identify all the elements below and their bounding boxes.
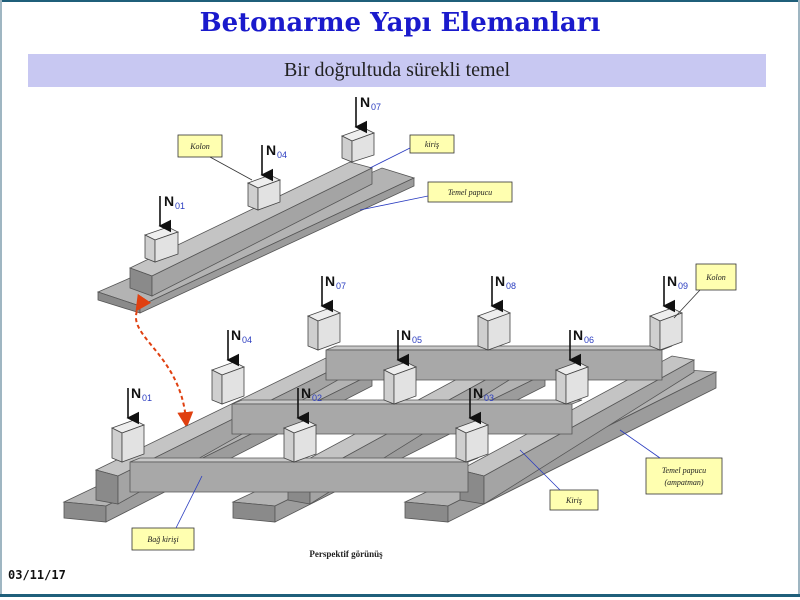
diagram-caption: Perspektif görünüş	[309, 549, 383, 559]
subtitle-bar: Bir doğrultuda sürekli temel	[28, 54, 766, 87]
bottom-load-1-sub: 01	[142, 393, 152, 403]
bottom-load-1-n: N	[131, 385, 141, 401]
bottom-column-1	[110, 419, 146, 463]
bottom-load-3-sub: 03	[484, 393, 494, 403]
top-strip-foundation	[96, 161, 416, 314]
callout-bag-kirisi-text: Bağ kirişi	[147, 535, 178, 544]
top-load-2-sub: 04	[277, 150, 287, 160]
top-load-2: N 04	[260, 142, 287, 182]
bottom-load-2: N 02	[296, 385, 322, 425]
top-load-1-n: N	[164, 193, 174, 209]
callout-temel-papucu-top-text: Temel papucu	[448, 188, 492, 197]
bottom-load-8-n: N	[495, 273, 505, 289]
top-load-2-n: N	[266, 142, 276, 158]
bottom-column-4	[210, 361, 246, 405]
callout-kolon-bottom: Kolon	[673, 263, 737, 319]
bottom-load-8: N 08	[490, 273, 516, 313]
top-column-3	[340, 127, 376, 163]
bottom-load-1: N 01	[126, 385, 152, 425]
callout-kolon-top-text: Kolon	[189, 142, 210, 151]
callout-kiris-top-text: kiriş	[425, 140, 439, 149]
bottom-load-4-sub: 04	[242, 335, 252, 345]
callout-kiris-bottom: Kiriş	[519, 449, 599, 511]
bottom-load-9: N 09	[662, 273, 688, 313]
bottom-load-6: N 06	[568, 327, 594, 367]
callout-bag-kirisi: Bağ kirişi	[131, 475, 203, 551]
bottom-load-4: N 04	[226, 327, 252, 367]
section-link-arrow	[134, 293, 194, 428]
bottom-column-7	[306, 307, 342, 351]
callout-kolon-bottom-text: Kolon	[705, 273, 726, 282]
bottom-load-5-n: N	[401, 327, 411, 343]
slide-subtitle: Bir doğrultuda sürekli temel	[283, 59, 511, 81]
bottom-column-2	[282, 419, 318, 463]
callout-kiris-top: kiriş	[369, 134, 455, 169]
callout-kiris-bottom-text: Kiriş	[565, 496, 582, 505]
callout-temel-papucu-bottom-line2: (ampatman)	[664, 478, 703, 487]
slide-date: 03/11/17	[8, 568, 66, 582]
bottom-load-7: N 07	[320, 273, 346, 313]
top-load-1-sub: 01	[175, 201, 185, 211]
slide-title: Betonarme Yapı Elemanları	[199, 8, 601, 38]
right-border	[798, 0, 800, 597]
bottom-column-8	[476, 307, 512, 351]
bottom-load-5: N 05	[396, 327, 422, 367]
top-load-3-sub: 07	[371, 102, 381, 112]
top-border	[0, 0, 800, 2]
bottom-load-5-sub: 05	[412, 335, 422, 345]
top-load-3-n: N	[360, 94, 370, 110]
bottom-load-7-n: N	[325, 273, 335, 289]
bottom-column-5	[382, 361, 418, 405]
callout-temel-papucu-top: Temel papucu	[359, 181, 513, 211]
bottom-load-8-sub: 08	[506, 281, 516, 291]
bottom-load-9-n: N	[667, 273, 677, 289]
callout-temel-papucu-bottom-line1: Temel papucu	[662, 466, 706, 475]
bottom-column-3	[454, 419, 490, 463]
callout-kolon-top: Kolon	[177, 134, 253, 181]
left-border	[0, 0, 2, 597]
top-load-3: N 07	[354, 94, 381, 134]
top-load-1: N 01	[158, 193, 185, 233]
bottom-load-9-sub: 09	[678, 281, 688, 291]
bottom-load-2-n: N	[301, 385, 311, 401]
bottom-load-2-sub: 02	[312, 393, 322, 403]
bottom-column-6	[554, 361, 590, 405]
bottom-load-6-sub: 06	[584, 335, 594, 345]
callout-temel-papucu-bottom: Temel papucu (ampatman)	[619, 429, 723, 495]
bottom-load-6-n: N	[573, 327, 583, 343]
bottom-load-4-n: N	[231, 327, 241, 343]
bottom-load-7-sub: 07	[336, 281, 346, 291]
bottom-load-3-n: N	[473, 385, 483, 401]
bottom-load-3: N 03	[468, 385, 494, 425]
bottom-border	[0, 594, 800, 597]
